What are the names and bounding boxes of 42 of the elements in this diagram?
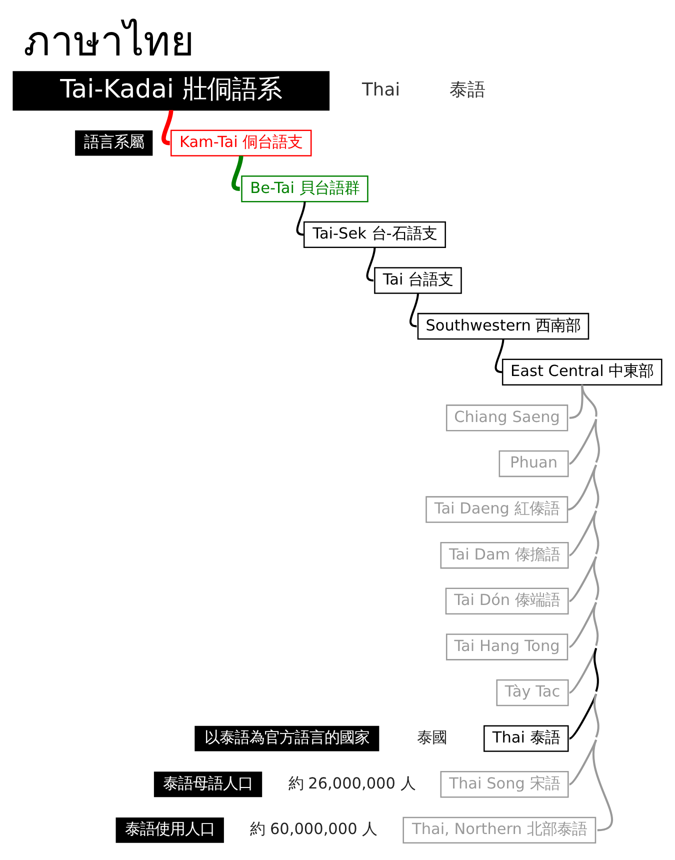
node-box: Tai-Kadai 壯侗語系 xyxy=(12,71,330,111)
label: 語言系屬 xyxy=(84,133,144,152)
connector xyxy=(569,384,598,465)
connector xyxy=(296,202,306,236)
connector xyxy=(410,293,419,328)
label: 約 26,000,000 人 xyxy=(288,774,416,792)
node-box: Be-Tai 貝台語群 xyxy=(241,176,368,202)
connector xyxy=(568,694,600,786)
label: 以泰語為官方語言的國家 xyxy=(204,728,370,747)
label: 泰語母語人口 xyxy=(163,774,254,792)
connector xyxy=(568,419,600,511)
node-box: Southwestern 西南部 xyxy=(417,312,590,340)
diagram-title: ภาษาไทย xyxy=(23,16,194,65)
connector xyxy=(162,110,174,146)
node-box: Tai Daeng 紅傣語 xyxy=(426,496,568,523)
node-box: Tai-Sek 台-石語支 xyxy=(303,221,446,248)
node-box: Thai Song 宋語 xyxy=(440,771,569,798)
connector xyxy=(568,602,599,694)
node-box: Tày Tac xyxy=(496,679,569,706)
node-box: East Central 中東部 xyxy=(502,358,662,386)
label: 泰語 xyxy=(450,80,486,101)
label: Thai xyxy=(362,80,400,101)
node-box: Tai Dam 傣擔語 xyxy=(440,542,569,569)
connector xyxy=(568,464,600,556)
label: 約 60,000,000 人 xyxy=(250,820,378,838)
node-box: Kam-Tai 侗台語支 xyxy=(170,130,312,156)
node-box: Thai, Northern 北部泰語 xyxy=(402,816,596,844)
connector xyxy=(366,247,376,282)
connector xyxy=(568,648,599,740)
node-box: Phuan xyxy=(498,450,569,478)
node-box: Thai 泰語 xyxy=(484,725,569,752)
connector xyxy=(568,510,600,602)
label: 泰國 xyxy=(416,728,447,747)
connector xyxy=(569,384,584,419)
node-box: Tai Hang Tong xyxy=(446,634,568,660)
label: 泰語使用人口 xyxy=(124,820,215,838)
connector xyxy=(494,338,504,374)
connector xyxy=(568,556,600,648)
node-box: Tai 台語支 xyxy=(374,267,462,294)
connector xyxy=(232,156,244,192)
node-box: Tai Dón 傣端語 xyxy=(445,588,569,614)
node-box: Chiang Saeng xyxy=(446,404,568,432)
